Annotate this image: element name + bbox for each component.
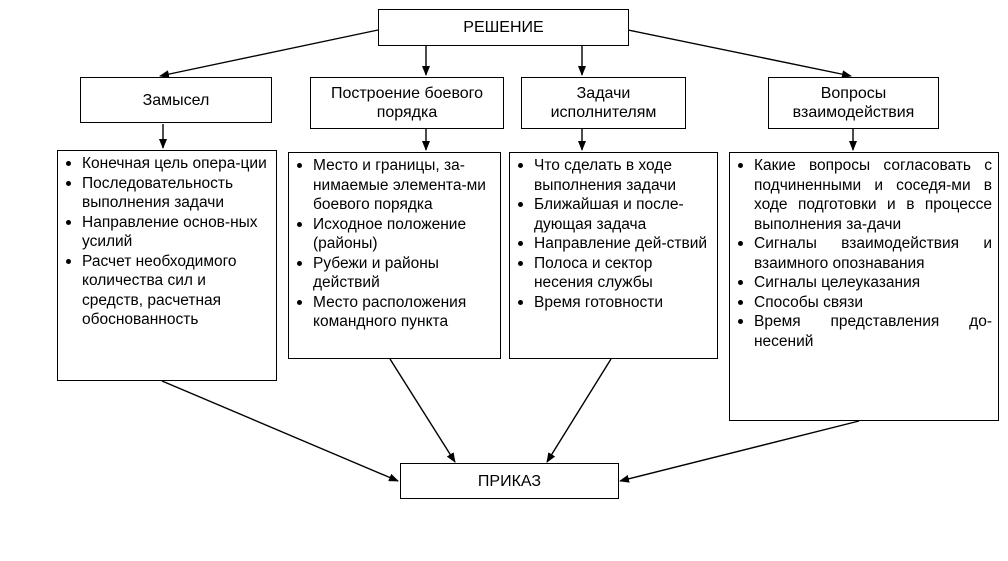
list-item: Время готовности xyxy=(516,293,711,313)
arrow-concept-to-order xyxy=(161,380,399,482)
list-item: Расчет необходимого количества сил и сре… xyxy=(64,252,270,330)
list-item: Последовательность выполнения задачи xyxy=(64,174,270,213)
order-box: ПРИКАЗ xyxy=(400,463,619,499)
list-item: Способы связи xyxy=(736,293,992,313)
tasks-title-line2: исполнителям xyxy=(550,104,657,121)
list-item: Ближайшая и после-дующая задача xyxy=(516,195,711,234)
formation-header: Построение боевого порядка xyxy=(310,77,504,129)
list-item: Конечная цель опера-ции xyxy=(64,154,270,174)
list-item: Направление дей-ствий xyxy=(516,234,711,254)
tasks-title-line1: Задачи xyxy=(576,85,631,102)
decision-label: РЕШЕНИЕ xyxy=(463,19,544,36)
tasks-list-box: Что сделать в ходе выполнения задачи Бли… xyxy=(509,152,718,359)
list-item: Время представления до-несений xyxy=(736,312,992,351)
list-item: Что сделать в ходе выполнения задачи xyxy=(516,156,711,195)
arrow-decision-to-interaction xyxy=(627,29,852,79)
concept-header: Замысел xyxy=(80,77,272,123)
list-item: Место и границы, за-нимаемые элемента-ми… xyxy=(295,156,494,215)
list-item: Рубежи и районы действий xyxy=(295,254,494,293)
list-item: Какие вопросы согласовать с подчиненными… xyxy=(736,156,992,234)
order-label: ПРИКАЗ xyxy=(477,472,542,490)
formation-title-line2: порядка xyxy=(376,104,438,121)
arrow-formation-to-order xyxy=(389,358,456,463)
concept-list-box: Конечная цель опера-ции Последовательнос… xyxy=(57,150,277,381)
arrow-tasks-to-order xyxy=(546,358,612,463)
interaction-title-line2: взаимодействия xyxy=(792,104,915,121)
interaction-title-line1: Вопросы xyxy=(820,85,887,102)
interaction-list-box: Какие вопросы согласовать с подчиненными… xyxy=(729,152,999,421)
interaction-header: Вопросы взаимодействия xyxy=(768,77,939,129)
decision-box: РЕШЕНИЕ xyxy=(378,9,629,46)
arrow-interaction-to-order xyxy=(619,420,860,483)
formation-list-box: Место и границы, за-нимаемые элемента-ми… xyxy=(288,152,501,359)
list-item: Место расположения командного пункта xyxy=(295,293,494,332)
arrow-decision-to-concept xyxy=(159,29,379,79)
list-item: Исходное положение (районы) xyxy=(295,215,494,254)
list-item: Направление основ-ных усилий xyxy=(64,213,270,252)
list-item: Сигналы целеуказания xyxy=(736,273,992,293)
list-item: Сигналы взаимодействия и взаимного опозн… xyxy=(736,234,992,273)
formation-title-line1: Построение боевого xyxy=(330,85,484,102)
tasks-header: Задачи исполнителям xyxy=(521,77,686,129)
concept-title: Замысел xyxy=(142,91,210,109)
list-item: Полоса и сектор несения службы xyxy=(516,254,711,293)
